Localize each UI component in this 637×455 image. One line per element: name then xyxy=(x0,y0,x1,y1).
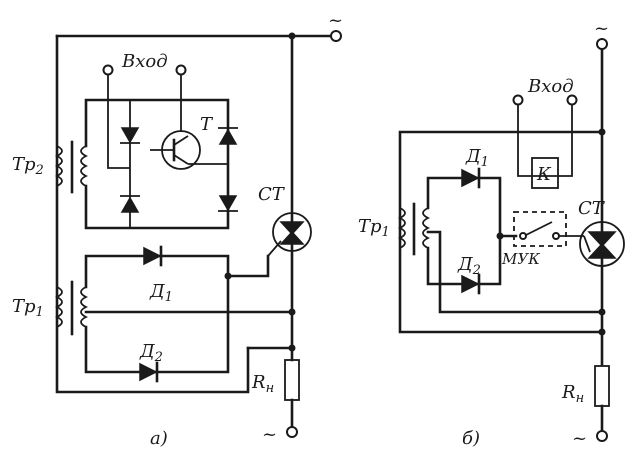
a-node-load xyxy=(288,344,296,352)
a-ac-top-symbol: ~ xyxy=(328,10,343,31)
a-panel-label: а) xyxy=(150,428,168,449)
a-tr2-primary-coil xyxy=(54,145,63,187)
a-input-label: Вход xyxy=(121,51,168,72)
a-diode-d2 xyxy=(139,362,158,382)
b-diode-d2 xyxy=(461,274,480,294)
b-node-diodes xyxy=(496,232,504,240)
b-relay-wire xyxy=(517,104,573,177)
a-diode-d1 xyxy=(143,246,162,266)
a-input-terminal-1 xyxy=(102,64,114,76)
a-bridge-diode-3 xyxy=(218,128,238,145)
b-outer-rail-wire xyxy=(398,130,604,334)
b-diode-d1 xyxy=(461,168,480,188)
a-d2-label: Д2 xyxy=(139,341,163,365)
a-triac-top-triangle xyxy=(279,221,305,236)
b-load-resistor xyxy=(594,365,610,407)
a-transformer-2: Тр2 xyxy=(12,140,89,194)
b-d1-label: Д1 xyxy=(465,146,489,170)
a-input-wire-1 xyxy=(107,72,130,169)
b-ac-top-terminal xyxy=(596,38,608,50)
b-triac-bottom-triangle xyxy=(587,242,617,259)
a-d1-label: Д1 xyxy=(149,281,173,305)
b-relay-label: К xyxy=(536,164,552,185)
a-tr1-primary-coil xyxy=(54,286,63,328)
a-tr2-secondary-coil xyxy=(80,145,89,187)
b-input-label: Вход xyxy=(527,76,574,97)
a-triac-label: СТ xyxy=(258,184,286,205)
b-d1-wire xyxy=(426,176,518,238)
b-ac-bottom-terminal xyxy=(596,430,608,442)
a-node-top xyxy=(288,32,296,40)
diagram-a: ~ Тр2 Вход xyxy=(12,10,343,449)
b-transformer-1: Тр1 xyxy=(358,202,431,256)
a-transistor: Т xyxy=(150,114,228,170)
b-ac-top-symbol: ~ xyxy=(594,18,609,39)
a-ac-bottom-terminal xyxy=(286,426,298,438)
a-triac-bottom-triangle xyxy=(279,230,305,245)
b-contact-switch xyxy=(523,221,553,237)
b-d2-label: Д2 xyxy=(457,254,481,278)
b-node-bottom xyxy=(598,328,606,336)
a-bridge-diode-1 xyxy=(120,127,140,144)
a-triac-gate xyxy=(267,240,282,257)
b-ac-bottom-symbol: ~ xyxy=(572,428,587,449)
a-transformer-1: Тр1 xyxy=(12,280,89,336)
a-node-center xyxy=(288,308,296,316)
a-bridge-diode-4 xyxy=(218,195,238,212)
a-load-label: Rн xyxy=(251,372,274,396)
b-contact-pin-2 xyxy=(552,232,560,240)
b-contact-pin-1 xyxy=(519,232,527,240)
a-input-terminal-2 xyxy=(175,64,187,76)
b-relay-coil xyxy=(531,157,559,189)
a-triac: СТ xyxy=(258,184,312,257)
b-contact-box xyxy=(513,211,567,247)
b-triac-label: СТ xyxy=(578,198,606,219)
b-node-top xyxy=(598,128,606,136)
a-ac-bottom-symbol: ~ xyxy=(262,424,277,445)
b-tr1-label: Тр1 xyxy=(358,216,390,240)
a-load-resistor xyxy=(284,359,300,401)
b-load-label: Rн xyxy=(561,382,584,406)
a-transistor-label: Т xyxy=(200,114,214,135)
a-d1-branch-wire xyxy=(84,254,270,289)
b-contact-label: МУК xyxy=(501,250,540,268)
b-triac: СТ xyxy=(578,198,625,267)
a-tr1-label: Тр1 xyxy=(12,296,44,320)
b-tr1-primary-coil xyxy=(397,207,406,249)
a-bridge-diode-2 xyxy=(120,196,140,213)
a-tr1-secondary-coil xyxy=(80,286,89,328)
b-panel-label: б) xyxy=(462,428,480,449)
a-transistor-leads xyxy=(150,135,228,165)
b-center-tap-wire xyxy=(426,230,604,314)
b-node-center xyxy=(598,308,606,316)
a-tr2-label: Тр2 xyxy=(12,154,44,178)
diagram-b: ~ Тр1 Д1 Д2 Вход К xyxy=(358,18,625,449)
b-tr1-secondary-coil xyxy=(422,207,431,249)
a-triac-body xyxy=(272,212,312,252)
a-left-rail-wire xyxy=(55,34,250,394)
b-input-terminal-1 xyxy=(512,94,524,106)
a-ac-top-terminal xyxy=(330,30,342,42)
b-triac-top-triangle xyxy=(587,231,617,248)
b-triac-body xyxy=(579,221,625,267)
b-triac-gate xyxy=(583,235,591,253)
